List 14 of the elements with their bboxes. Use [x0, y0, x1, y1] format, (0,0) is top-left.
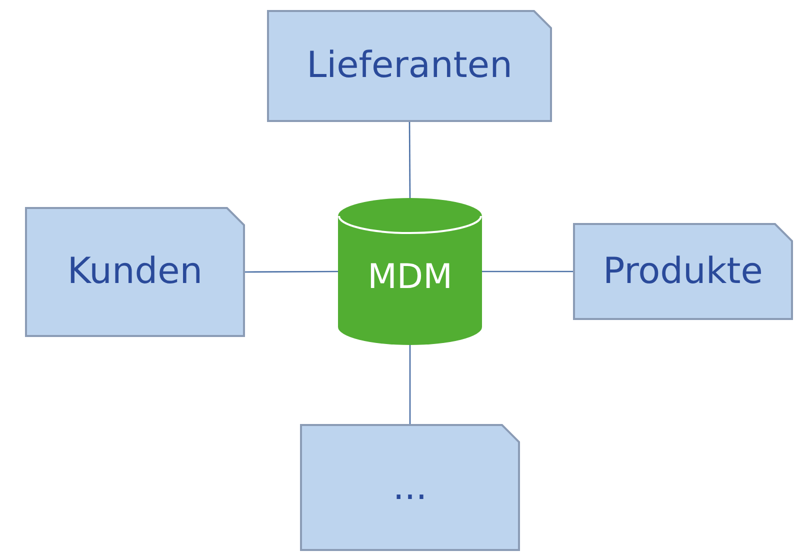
document-box [267, 10, 552, 122]
document-box [25, 207, 245, 337]
node-label: Kunden [67, 250, 203, 294]
node-label: Produkte [603, 250, 763, 294]
document-box [573, 223, 793, 320]
connector-line [482, 270, 573, 272]
connector-line [409, 345, 411, 424]
node-label: ... [392, 466, 428, 510]
database-cylinder [338, 198, 482, 345]
node-label: MDM [368, 256, 452, 299]
document-box [300, 424, 520, 551]
connector-line [408, 122, 411, 198]
node-label: Lieferanten [306, 44, 512, 88]
connector-line [245, 270, 338, 273]
